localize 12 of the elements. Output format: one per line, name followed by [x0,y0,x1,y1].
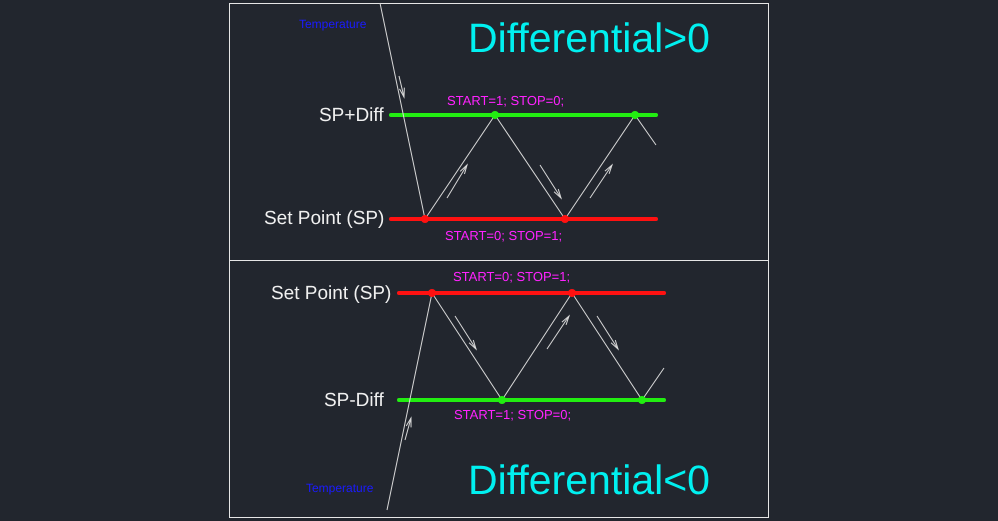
state-label: START=0; STOP=1; [445,228,562,242]
level-label: Set Point (SP) [271,284,392,302]
level-label: SP-Diff [324,390,384,410]
axis-label: Temperature [299,18,366,30]
panel-title: Differential>0 [468,18,710,58]
level-label: Set Point (SP) [264,208,384,228]
state-label: START=0; STOP=1; [453,270,570,282]
state-label: START=1; STOP=0; [454,408,572,420]
state-label: START=1; STOP=0; [447,94,564,106]
axis-label: Temperature [306,482,374,494]
level-label: SP+Diff [319,106,384,124]
panel-title: Differential<0 [468,460,710,500]
